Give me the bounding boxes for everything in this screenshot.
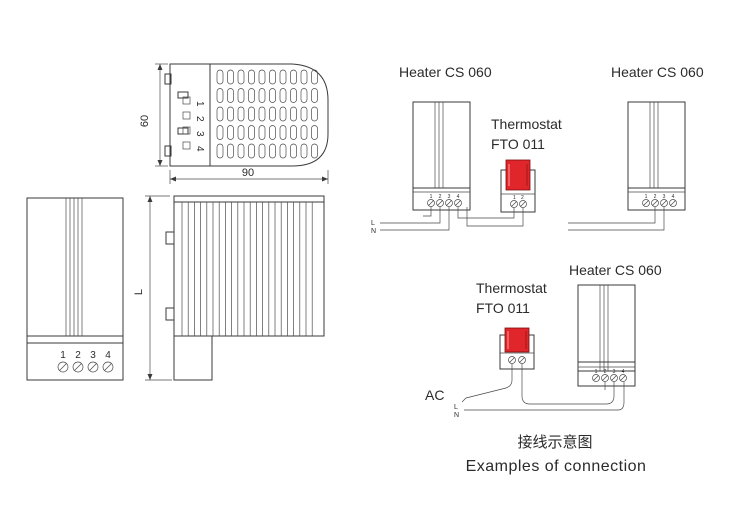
terminal-number: 3: [663, 194, 666, 200]
dimension-60-label: 60: [139, 115, 151, 127]
caption-english: Examples of connection: [466, 458, 647, 475]
conn2-heater-title: Heater CS 060: [611, 64, 704, 80]
terminal-number: 4: [622, 369, 625, 375]
conn3-thermostat-title: Thermostat: [476, 280, 547, 296]
heater-top-view: 1 2 3 4 60 90: [139, 63, 329, 184]
svg-text:1: 1: [513, 195, 516, 201]
dimension-90-label: 90: [242, 167, 254, 179]
terminal-number: 4: [457, 194, 460, 200]
conn1-thermostat-dial: [505, 159, 531, 191]
top-terminal-4: 4: [194, 146, 205, 152]
conn3-thermostat-dial: [504, 327, 530, 353]
front-terminal-1: 1: [60, 350, 66, 361]
conn1-thermostat: 1 2: [500, 159, 536, 213]
dimension-width: 90: [169, 167, 329, 184]
terminal-number: 1: [595, 369, 598, 375]
conn3-heater-title: Heater CS 060: [569, 262, 662, 278]
terminal-number: 2: [439, 194, 442, 200]
terminal-screws: [642, 199, 677, 207]
top-terminal-3: 3: [194, 131, 205, 137]
top-terminal-1: 1: [194, 101, 205, 107]
conn1-line-L: L: [371, 220, 375, 227]
dimension-height: 60: [139, 63, 168, 167]
terminal-number: 1: [645, 194, 648, 200]
heater-front-view: 1 2 3 4: [26, 197, 124, 381]
conn1-wiring: L N: [371, 207, 524, 235]
conn3-thermostat: [499, 327, 535, 370]
terminal-number: 2: [654, 194, 657, 200]
terminal-number: 4: [672, 194, 675, 200]
top-view-terminals: 1 2 3 4: [182, 96, 205, 152]
terminal-number: 3: [613, 369, 616, 375]
conn1-heater-title: Heater CS 060: [399, 64, 492, 80]
top-terminal-2: 2: [194, 116, 205, 122]
terminal-number: 3: [448, 194, 451, 200]
front-terminal-4: 4: [105, 350, 111, 361]
dimension-length: L: [133, 195, 172, 381]
top-view-grille: [216, 69, 318, 159]
conn3-ac-label: AC: [425, 387, 444, 403]
terminal-number: 1: [430, 194, 433, 200]
front-view-terminals: 1 2 3 4: [57, 350, 114, 373]
side-view-fins: [181, 202, 313, 336]
front-terminal-3: 3: [90, 350, 96, 361]
conn3-thermostat-model: FTO 011: [476, 300, 530, 316]
terminal-screws: [592, 374, 627, 382]
conn2-wiring: [568, 207, 665, 231]
conn1-thermostat-model: FTO 011: [491, 136, 545, 152]
dimension-L-label: L: [133, 289, 145, 295]
terminal-screws: [427, 199, 462, 207]
conn1-line-N: N: [371, 228, 376, 235]
caption-chinese: 接线示意图: [517, 433, 592, 451]
heater-side-view: L: [133, 195, 325, 381]
front-terminal-2: 2: [75, 350, 81, 361]
conn3-line-L: L: [454, 404, 458, 411]
conn3-wiring: AC L N: [425, 364, 625, 419]
terminal-number: 2: [604, 369, 607, 375]
conn1-thermostat-title: Thermostat: [491, 116, 562, 132]
conn3-line-N: N: [454, 412, 459, 419]
svg-text:2: 2: [521, 195, 524, 201]
